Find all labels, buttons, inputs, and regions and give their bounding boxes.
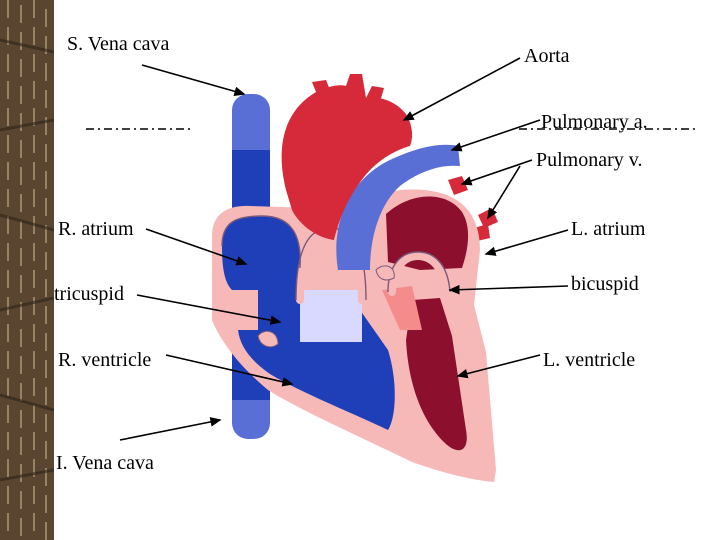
label-tricuspid: tricuspid [54,283,124,305]
left-ventricle-chamber [406,298,467,451]
label-inferior-vena-cava: I. Vena cava [56,452,154,474]
label-aorta: Aorta [524,45,570,67]
aorta [281,74,413,240]
tricuspid-valve-region [300,290,362,342]
label-superior-vena-cava: S. Vena cava [67,33,170,55]
label-left-atrium: L. atrium [571,218,646,240]
pulmonary-artery [336,144,460,270]
label-right-ventricle: R. ventricle [58,349,152,371]
decorative-side-strip [0,0,54,540]
label-bicuspid: bicuspid [571,273,639,295]
label-pulmonary-artery: Pulmonary a. [541,111,648,133]
label-left-ventricle: L. ventricle [543,349,636,371]
label-right-atrium: R. atrium [58,218,134,240]
label-pulmonary-vein: Pulmonary v. [536,149,643,171]
left-atrium-chamber [386,196,469,270]
